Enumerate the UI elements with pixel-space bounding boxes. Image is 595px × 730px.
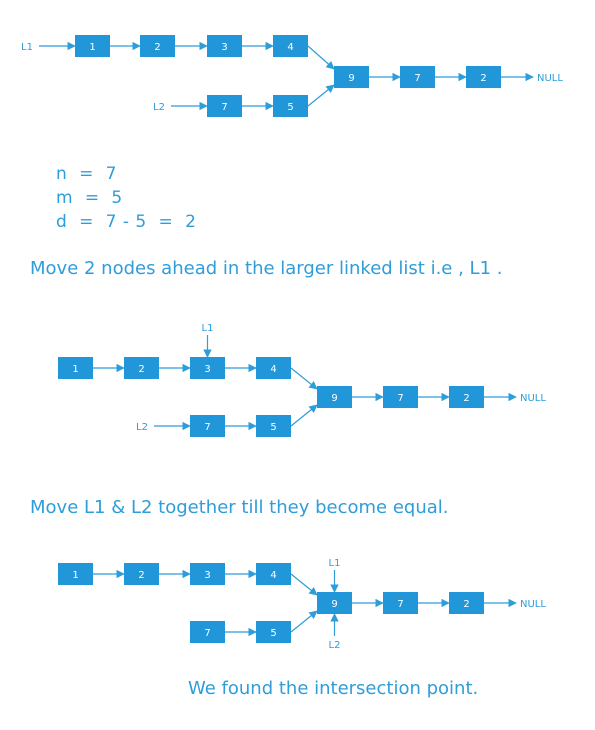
- result-caption: We found the intersection point.: [188, 678, 479, 699]
- list2-node-1-value: 7: [204, 628, 210, 639]
- list2-node-1: [207, 95, 242, 117]
- merge-link-bottom: [290, 610, 318, 633]
- common-node-3-value: 2: [463, 393, 469, 404]
- equation-m: m = 5: [56, 188, 123, 208]
- list1-node-3-value: 3: [204, 570, 210, 581]
- list1-node-2-value: 2: [138, 364, 144, 375]
- common-node-1-value: 9: [331, 599, 337, 610]
- list1-node-4-value: 4: [287, 42, 293, 53]
- list1-node-3-value: 3: [221, 42, 227, 53]
- common-node-1-value: 9: [331, 393, 337, 404]
- list1-node-4: [256, 563, 291, 585]
- common-node-2: [400, 66, 435, 88]
- l2-label: L2: [153, 102, 165, 113]
- list1-node-2: [124, 563, 159, 585]
- common-node-2-value: 7: [414, 73, 420, 84]
- common-node-1-value: 9: [348, 73, 354, 84]
- common-node-2-value: 7: [397, 393, 403, 404]
- list1-node-3-value: 3: [204, 364, 210, 375]
- list2-node-1: [190, 415, 225, 437]
- list1-node-3: [207, 35, 242, 57]
- list1-node-2-value: 2: [138, 570, 144, 581]
- equation-n: n = 7: [56, 164, 117, 184]
- null-label: NULL: [537, 73, 563, 84]
- l2-label: L2: [329, 640, 341, 651]
- list1-node-1-value: 1: [72, 364, 78, 375]
- list2-node-2: [273, 95, 308, 117]
- list1-node-2: [140, 35, 175, 57]
- common-node-1: [317, 592, 352, 614]
- list1-node-4: [256, 357, 291, 379]
- common-node-1: [317, 386, 352, 408]
- null-label: NULL: [520, 393, 546, 404]
- list1-node-1: [75, 35, 110, 57]
- common-node-2: [383, 386, 418, 408]
- list1-node-1: [58, 563, 93, 585]
- common-node-3: [449, 592, 484, 614]
- list2-node-2: [256, 621, 291, 643]
- l1-label: L1: [329, 558, 341, 569]
- merge-link-top: [290, 573, 318, 596]
- common-node-2: [383, 592, 418, 614]
- list1-node-4: [273, 35, 308, 57]
- common-node-2-value: 7: [397, 599, 403, 610]
- list1-node-3: [190, 563, 225, 585]
- l2-label: L2: [136, 422, 148, 433]
- list1-node-1: [58, 357, 93, 379]
- list2-node-2-value: 5: [287, 102, 293, 113]
- null-label: NULL: [520, 599, 546, 610]
- list1-node-3: [190, 357, 225, 379]
- list1-node-1-value: 1: [72, 570, 78, 581]
- list2-node-1: [190, 621, 225, 643]
- merge-link-bottom: [290, 404, 318, 427]
- list2-node-1-value: 7: [221, 102, 227, 113]
- list1-node-4-value: 4: [270, 570, 276, 581]
- merge-link-bottom: [307, 84, 335, 107]
- list1-node-2-value: 2: [154, 42, 160, 53]
- common-node-3-value: 2: [463, 599, 469, 610]
- common-node-3: [449, 386, 484, 408]
- list1-node-1-value: 1: [89, 42, 95, 53]
- equation-d: d = 7 - 5 = 2: [56, 212, 197, 232]
- list2-node-2: [256, 415, 291, 437]
- list2-node-1-value: 7: [204, 422, 210, 433]
- list1-node-4-value: 4: [270, 364, 276, 375]
- merge-link-top: [307, 45, 335, 70]
- common-node-3-value: 2: [480, 73, 486, 84]
- step1-caption: Move 2 nodes ahead in the larger linked …: [30, 258, 503, 279]
- list2-node-2-value: 5: [270, 628, 276, 639]
- l1-label: L1: [21, 42, 33, 53]
- list2-node-2-value: 5: [270, 422, 276, 433]
- merge-link-top: [290, 367, 318, 390]
- l1-label: L1: [202, 323, 214, 334]
- common-node-1: [334, 66, 369, 88]
- step2-caption: Move L1 & L2 together till they become e…: [30, 497, 449, 518]
- common-node-3: [466, 66, 501, 88]
- list1-node-2: [124, 357, 159, 379]
